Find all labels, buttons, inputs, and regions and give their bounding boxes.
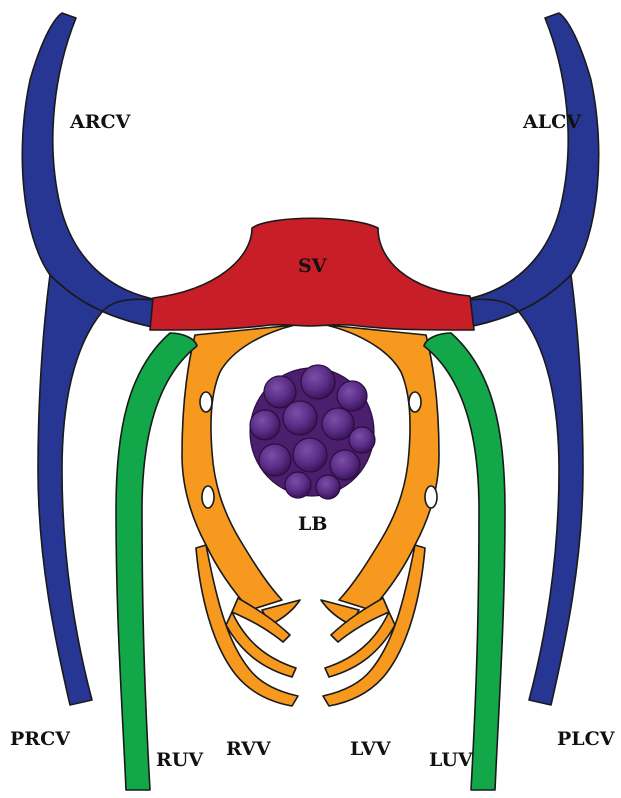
label-plcv: PLCV (557, 728, 616, 750)
liver-bud-cell (349, 427, 375, 453)
liver-bud (250, 365, 375, 499)
label-prcv: PRCV (10, 728, 71, 750)
label-alcv: ALCV (522, 111, 582, 133)
vitelline-hole (200, 392, 212, 412)
vitelline-hole (202, 486, 214, 508)
liver-bud-cell (330, 450, 360, 480)
label-rvv: RVV (226, 738, 272, 760)
liver-bud-cell (283, 401, 317, 435)
liver-bud-cell (259, 444, 291, 476)
label-sv: SV (298, 255, 328, 277)
liver-bud-cell (322, 408, 354, 440)
label-ruv: RUV (156, 749, 204, 771)
liver-bud-cell (337, 381, 367, 411)
label-lvv: LVV (350, 738, 392, 760)
liver-bud-cell (285, 472, 311, 498)
liver-bud-cell (250, 410, 280, 440)
vitelline-hole (409, 392, 421, 412)
vitelline-hole (425, 486, 437, 508)
label-lb: LB (298, 513, 327, 535)
anterior-left-cardinal-vein (463, 13, 599, 328)
anterior-right-cardinal-vein (22, 13, 158, 328)
liver-bud-cell (293, 438, 327, 472)
label-arcv: ARCV (69, 111, 132, 133)
liver-bud-cell (316, 475, 340, 499)
liver-bud-cell (301, 365, 335, 399)
label-luv: LUV (429, 749, 474, 771)
